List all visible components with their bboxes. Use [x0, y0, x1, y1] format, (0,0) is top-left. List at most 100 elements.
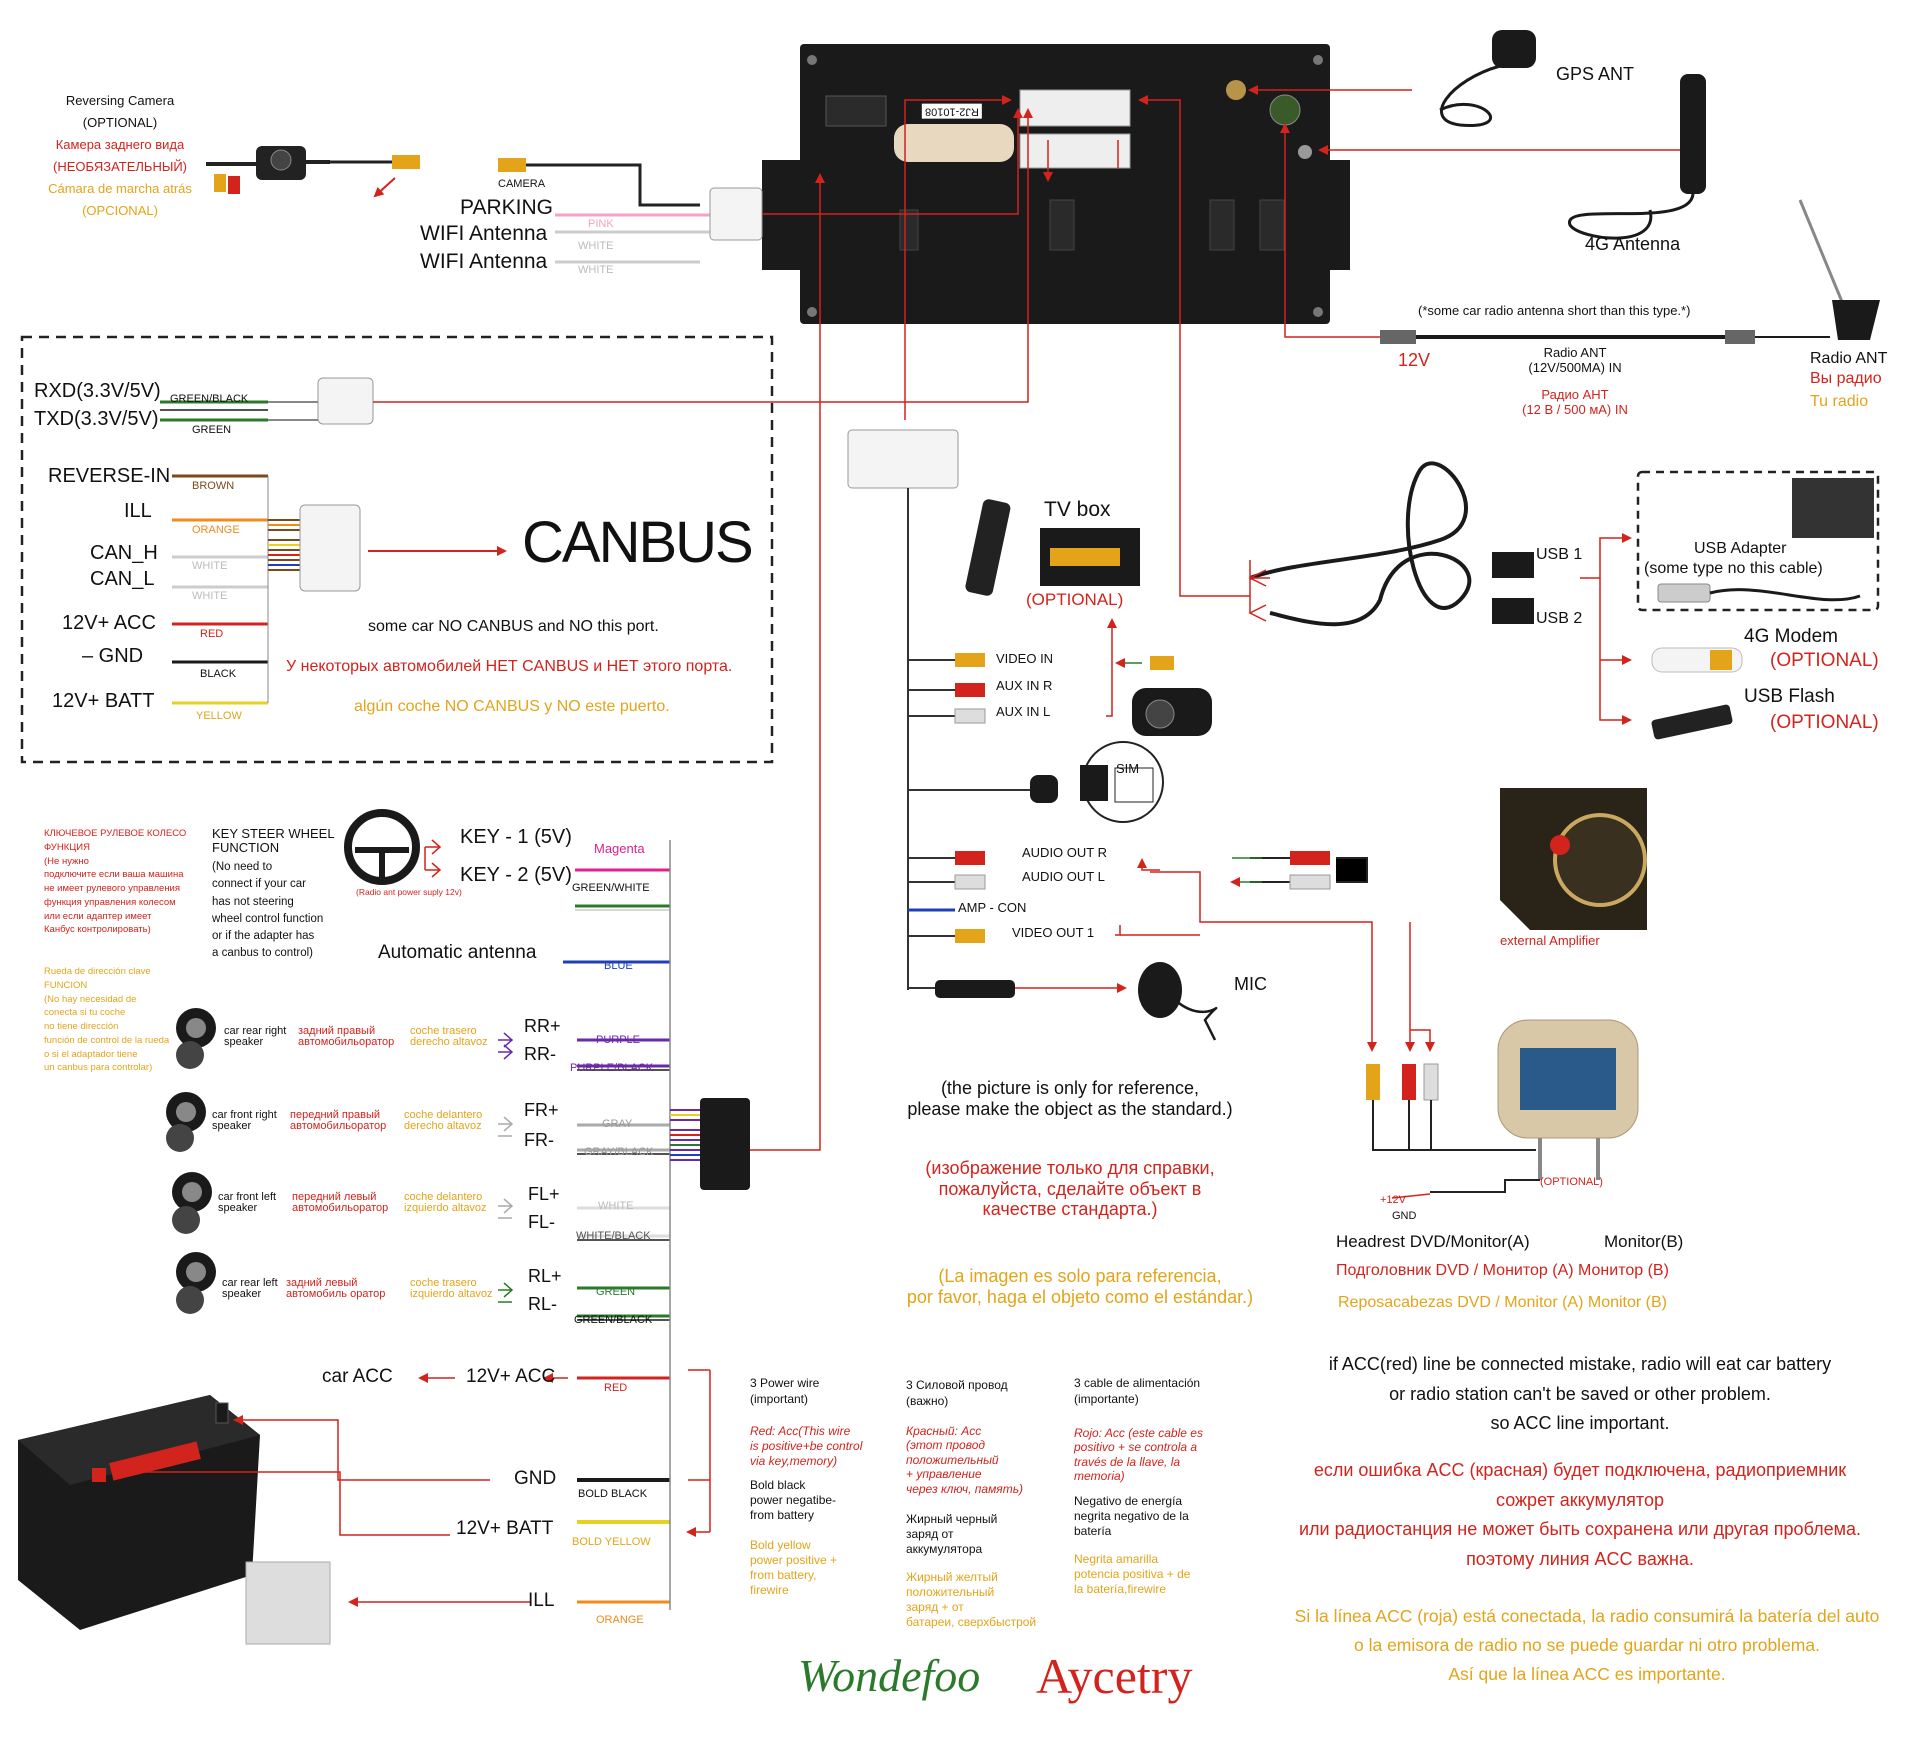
- head-unit-sticker: RJ2-10108: [922, 104, 982, 119]
- rxd-label: RXD(3.3V/5V): [34, 380, 161, 402]
- white-wire-label-b: WHITE: [192, 590, 228, 602]
- gray-black-wire-label: GRAY/BLACK: [584, 1146, 654, 1158]
- uart-connector: [317, 377, 374, 425]
- white-wire-label-2: WHITE: [578, 264, 614, 276]
- speaker-rr-label: car rear right speaker: [224, 1025, 287, 1048]
- headrest-es: Reposacabezas DVD / Monitor (A) Monitor …: [1338, 1294, 1667, 1311]
- speaker-fr-label: car front right speaker: [212, 1109, 277, 1132]
- ill-label: ILL: [124, 500, 152, 522]
- head-unit-port-row: [825, 89, 1131, 169]
- canbus-box: [20, 335, 774, 764]
- amplifier-label: external Amplifier: [1500, 933, 1600, 948]
- white-black-wire-label: WHITE/BLACK: [576, 1230, 651, 1242]
- gps-port: [1226, 80, 1246, 100]
- head-unit: [762, 44, 1350, 324]
- powernote-en-yellow: Bold yellow power positive + from batter…: [750, 1538, 838, 1597]
- brand-wondefoo: Wondefoo: [798, 1650, 981, 1701]
- power-red-wire-label: RED: [604, 1382, 628, 1394]
- headrest-12v: +12V: [1380, 1194, 1406, 1206]
- camera-title: Reversing Camera: [65, 93, 175, 108]
- white-wire-label-a: WHITE: [192, 560, 228, 572]
- radio-in-label: Radio ANT (12V/500MA) IN: [1528, 345, 1622, 375]
- camera-title-ru: Камера заднего вида: [55, 137, 185, 152]
- car-acc-label: car ACC: [322, 1366, 393, 1387]
- blue-wire-label: BLUE: [604, 960, 633, 972]
- fl-plus-label: FL+: [528, 1184, 560, 1204]
- yellow-wire-label: YELLOW: [196, 710, 242, 722]
- amplifier-icon: [1500, 788, 1647, 930]
- av-connector: [847, 429, 959, 489]
- speaker-rr-label-ru: задний правый автомобильоратор: [298, 1025, 395, 1048]
- purple-black-wire-label: PURPLE/BLACK: [570, 1062, 654, 1074]
- acc-note-es: Si la línea ACC (roja) está conectada, l…: [1294, 1606, 1880, 1684]
- green-wire-label-rl: GREEN: [596, 1286, 636, 1298]
- aux-in-r-label: AUX IN R: [996, 678, 1053, 693]
- parking-label: PARKING: [460, 196, 553, 219]
- canbus-note-ru: У некоторых автомобилей НЕТ CANBUS и НЕТ…: [286, 658, 733, 675]
- acc-note-en: if ACC(red) line be connected mistake, r…: [1328, 1354, 1832, 1434]
- camera-optional-ru: (НЕОБЯЗАТЕЛЬНЫЙ): [52, 159, 188, 174]
- white-wire-label-fl: WHITE: [598, 1200, 634, 1212]
- green-black-wire-label: GREEN/BLACK: [170, 393, 249, 405]
- radio-ant-label-ru: Вы радио: [1810, 370, 1882, 387]
- camera-title-es: Cámara de marcha atrás: [48, 181, 192, 196]
- canbus-gnd-label: – GND: [82, 645, 144, 667]
- radio-port: [1269, 94, 1301, 126]
- lte-port: [1298, 145, 1312, 159]
- tvbox-optional: (OPTIONAL): [1026, 590, 1124, 609]
- car-battery-icon: [18, 1395, 260, 1630]
- speaker-icons: [166, 1008, 216, 1314]
- camera-rca-plug: [392, 155, 420, 169]
- car-headlight-photo: [245, 1561, 331, 1645]
- pink-wire-label: PINK: [588, 218, 614, 230]
- steer-text-es: Rueda de dirección clave FUNCION (No hay…: [44, 966, 170, 1074]
- power-acc-label: 12V+ ACC: [466, 1366, 556, 1387]
- rl-plus-label: RL+: [528, 1266, 562, 1286]
- powernote-en-red: Red: Acc(This wire is positive+be contro…: [750, 1424, 863, 1468]
- power-gnd-label: GND: [514, 1468, 557, 1489]
- radio-ant-label: Radio ANT: [1810, 350, 1888, 367]
- speaker-fr-label-es: coche delantero derecho altavoz: [404, 1109, 483, 1132]
- radio-antenna-icon: [1798, 199, 1880, 340]
- powernote-ru-title: 3 Силовой провод (важно): [906, 1378, 1008, 1408]
- usb-adapter-photo: [1792, 478, 1874, 538]
- reference-note-es: (La imagen es solo para referencia, por …: [906, 1266, 1254, 1307]
- usb-flash-icon: [1651, 704, 1733, 740]
- wifi-antenna-label-1: WIFI Antenna: [420, 222, 548, 245]
- black-wire-label: BLACK: [200, 668, 237, 680]
- gps-antenna-icon: [1439, 30, 1536, 127]
- brand-aycetry: Aycetry: [1036, 1648, 1193, 1704]
- rl-minus-label: RL-: [528, 1294, 558, 1314]
- red-wire-label: RED: [200, 628, 224, 640]
- power-batt-label: 12V+ BATT: [456, 1518, 554, 1539]
- speaker-rl-label: car rear left speaker: [222, 1277, 278, 1300]
- reverse-in-label: REVERSE-IN: [48, 465, 171, 487]
- rr-plus-label: RR+: [524, 1016, 561, 1036]
- amp-con-label: AMP - CON: [958, 900, 1027, 915]
- wifi-antenna-label-2: WIFI Antenna: [420, 250, 548, 273]
- magenta-wire-label: Magenta: [594, 841, 645, 856]
- dashcam-icon: [1132, 688, 1212, 736]
- modem-optional: (OPTIONAL): [1770, 650, 1879, 671]
- can-l-label: CAN_L: [90, 568, 155, 590]
- key2-label: KEY - 2 (5V): [460, 864, 572, 886]
- key1-label: KEY - 1 (5V): [460, 826, 572, 848]
- powernote-es-title: 3 cable de alimentación (importante): [1074, 1376, 1201, 1406]
- audio-out-r-label: AUDIO OUT R: [1022, 845, 1107, 860]
- usb1-label: USB 1: [1536, 546, 1583, 563]
- powernote-en-title: 3 Power wire (important): [750, 1376, 820, 1406]
- bold-black-wire-label: BOLD BLACK: [578, 1488, 648, 1500]
- fr-plus-label: FR+: [524, 1100, 559, 1120]
- audio-out-l-label: AUDIO OUT L: [1022, 869, 1105, 884]
- white-wire-label-1: WHITE: [578, 240, 614, 252]
- green-white-wire-label: GREEN/WHITE: [572, 882, 650, 894]
- lte-antenna-icon: [1568, 74, 1706, 240]
- usb-adapter-label: USB Adapter: [1694, 540, 1787, 557]
- main-harness-connector: [670, 1098, 750, 1190]
- speaker-rl-label-ru: задний левый автомобиль оратор: [286, 1277, 386, 1300]
- headrest-title-b: Monitor(B): [1604, 1232, 1684, 1251]
- modem-label: 4G Modem: [1744, 626, 1838, 647]
- headrest-ru: Подголовник DVD / Монитор (A) Монитор (B…: [1336, 1262, 1669, 1279]
- acc-note-ru: если ошибка ACC (красная) будет подключе…: [1299, 1460, 1861, 1570]
